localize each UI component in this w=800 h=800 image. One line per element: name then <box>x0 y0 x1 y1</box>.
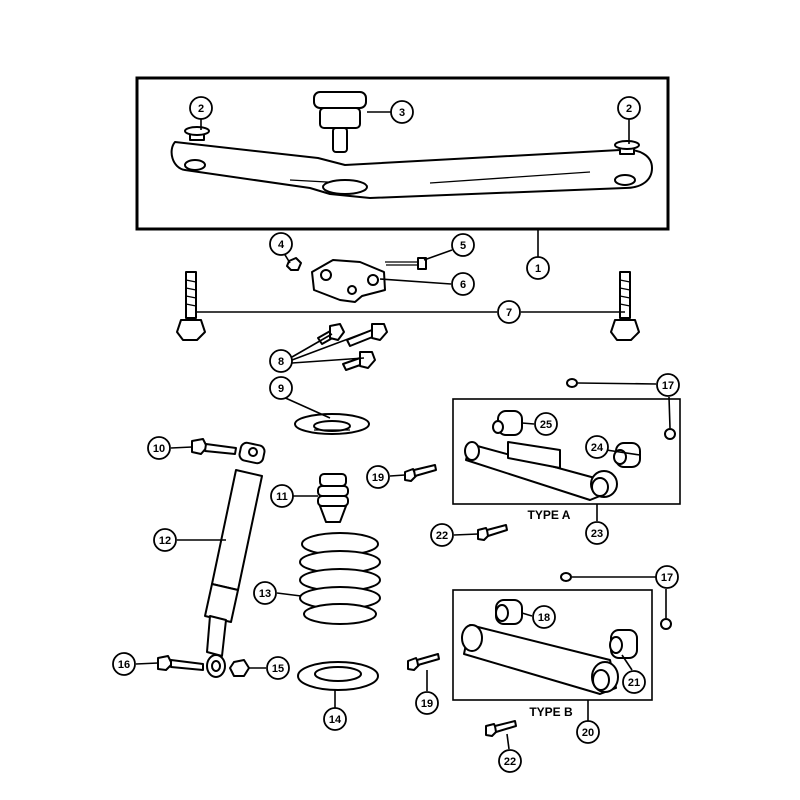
callout-8-number: 8 <box>278 356 284 368</box>
callout-11: 11 <box>270 484 294 508</box>
callout-15: 15 <box>266 656 290 680</box>
callout-18: 18 <box>532 605 556 629</box>
callout-22-lower-number: 22 <box>504 756 516 768</box>
lower-control-arm-type-b <box>461 624 619 695</box>
nut-part-15 <box>229 659 250 677</box>
lower-spring-isolator-part-14 <box>297 661 379 691</box>
upper-control-arm <box>170 126 653 199</box>
bushing-part-25 <box>492 410 523 436</box>
callout-25-number: 25 <box>540 419 552 431</box>
callout-4-number: 4 <box>278 239 285 251</box>
callout-2-left-number: 2 <box>198 103 204 115</box>
bushing-part-21 <box>609 629 638 659</box>
bushing-part-18 <box>495 599 523 625</box>
bolt-part-19-upper <box>404 464 437 482</box>
callout-14-number: 14 <box>329 714 342 726</box>
callout-25: 25 <box>534 412 558 436</box>
callout-3: 3 <box>390 100 414 124</box>
bushing-part-3 <box>313 91 367 153</box>
callout-2-right-number: 2 <box>626 103 632 115</box>
bolt-part-7-right <box>610 271 640 341</box>
callout-16-number: 16 <box>118 659 130 671</box>
callout-23: 23 <box>585 521 609 545</box>
callout-19-upper-number: 19 <box>372 472 384 484</box>
callout-14: 14 <box>323 707 347 731</box>
callout-13: 13 <box>253 581 277 605</box>
callout-2-right: 2 <box>617 96 641 120</box>
bolt-part-19-lower <box>407 653 440 671</box>
callout-13-number: 13 <box>259 588 271 600</box>
callout-17-upper-number: 17 <box>662 380 674 392</box>
bolt-part-22-upper <box>477 524 508 541</box>
callout-5-number: 5 <box>460 240 466 252</box>
callout-1-number: 1 <box>535 263 541 275</box>
callout-5: 5 <box>451 233 475 257</box>
callout-7-number: 7 <box>506 307 512 319</box>
callout-19-lower: 19 <box>415 691 439 715</box>
callout-22-upper-number: 22 <box>436 530 448 542</box>
callout-19-lower-number: 19 <box>421 698 433 710</box>
callout-11-number: 11 <box>276 491 288 503</box>
type-b-box <box>452 589 653 701</box>
callout-17-upper: 17 <box>656 373 680 397</box>
type-b-label: TYPE B <box>529 705 573 719</box>
type-a-label: TYPE A <box>528 508 571 522</box>
nut-part-4 <box>286 257 302 271</box>
callout-16: 16 <box>112 652 136 676</box>
bolt-part-16 <box>157 655 204 671</box>
callout-22-lower: 22 <box>498 749 522 773</box>
callout-19-upper: 19 <box>366 465 390 489</box>
bracket-part-6 <box>311 259 386 303</box>
jounce-bumper-part-11 <box>317 473 349 523</box>
callout-6-number: 6 <box>460 279 466 291</box>
leader-lines <box>135 111 671 750</box>
callout-12-number: 12 <box>159 535 171 547</box>
callout-1: 1 <box>526 256 550 280</box>
callout-17-lower-number: 17 <box>661 572 673 584</box>
bolt-part-5 <box>385 257 427 270</box>
callout-9-number: 9 <box>278 383 284 395</box>
callout-23-number: 23 <box>591 528 603 540</box>
type-a-box <box>452 398 681 505</box>
callout-7: 7 <box>497 300 521 324</box>
callout-20-number: 20 <box>582 727 594 739</box>
callout-20: 20 <box>576 720 600 744</box>
lower-control-arm-type-a <box>464 441 618 501</box>
callout-12: 12 <box>153 528 177 552</box>
upper-control-arm-box <box>135 76 670 231</box>
callout-6: 6 <box>451 272 475 296</box>
bolt-part-10 <box>191 438 237 455</box>
callout-4: 4 <box>269 232 293 256</box>
bolts-part-8 <box>317 323 388 371</box>
nut-part-17-b <box>560 572 672 630</box>
callout-22-upper: 22 <box>430 523 454 547</box>
bolt-part-22-lower <box>485 720 517 737</box>
callout-3-number: 3 <box>399 107 405 119</box>
nut-part-17-a <box>566 378 676 440</box>
callout-24-number: 24 <box>591 442 604 454</box>
callout-15-number: 15 <box>272 663 284 675</box>
callout-17-lower: 17 <box>655 565 679 589</box>
upper-spring-seat-part-9 <box>294 413 370 435</box>
callout-8: 8 <box>269 349 293 373</box>
callout-18-number: 18 <box>538 612 550 624</box>
callout-9: 9 <box>269 376 293 400</box>
callout-24: 24 <box>585 435 609 459</box>
callout-2-left: 2 <box>189 96 213 120</box>
shock-absorber-part-12 <box>204 441 266 678</box>
bolt-part-7-left <box>176 271 206 341</box>
callout-21: 21 <box>622 670 646 694</box>
callout-10: 10 <box>147 436 171 460</box>
coil-spring-part-13 <box>299 532 381 625</box>
callout-10-number: 10 <box>153 443 165 455</box>
callout-21-number: 21 <box>628 677 640 689</box>
